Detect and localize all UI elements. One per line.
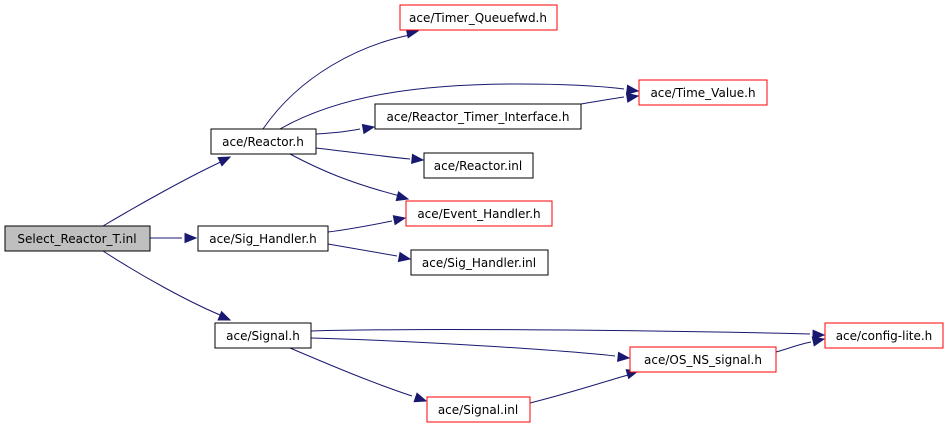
edge-line bbox=[315, 128, 361, 135]
edge-sig-handler-h-to-event-handler-h bbox=[327, 215, 407, 233]
edge-line bbox=[775, 341, 812, 353]
edge-line bbox=[102, 250, 226, 318]
edge-arrowhead bbox=[217, 310, 232, 321]
edge-line bbox=[327, 220, 393, 233]
edge-line bbox=[102, 159, 226, 227]
node-signal-inl[interactable]: ace/Signal.inl bbox=[426, 396, 531, 423]
edge-signal-inl-to-os-ns-signal-h bbox=[529, 369, 640, 404]
edge-select-reactor-t-to-signal-h bbox=[102, 250, 232, 321]
edge-arrowhead bbox=[361, 123, 376, 135]
edge-arrowhead bbox=[392, 215, 407, 226]
node-sig-handler-h[interactable]: ace/Sig_Handler.h bbox=[197, 225, 329, 252]
edges-layer bbox=[102, 28, 826, 404]
edge-arrowhead bbox=[812, 329, 826, 340]
edge-line bbox=[327, 243, 398, 257]
nodes-layer: Select_Reactor_T.inl ace/Reactor.h ace/S… bbox=[4, 4, 944, 423]
node-timer-queuefwd-h[interactable]: ace/Timer_Queuefwd.h bbox=[399, 4, 558, 31]
node-label-sig-handler-h: ace/Sig_Handler.h bbox=[209, 232, 317, 246]
edge-sig-handler-h-to-sig-handler-inl bbox=[327, 243, 412, 263]
node-time-value-h[interactable]: ace/Time_Value.h bbox=[638, 79, 768, 106]
edge-signal-h-to-signal-inl bbox=[289, 347, 428, 403]
edge-select-reactor-t-to-sig-handler-h bbox=[150, 232, 198, 244]
node-os-ns-signal-h[interactable]: ace/OS_NS_signal.h bbox=[629, 346, 777, 373]
edge-arrowhead bbox=[625, 84, 640, 95]
edge-line bbox=[310, 337, 616, 357]
node-label-signal-inl: ace/Signal.inl bbox=[438, 403, 518, 417]
node-label-reactor-timer-interface-h: ace/Reactor_Timer_Interface.h bbox=[387, 110, 570, 124]
node-event-handler-h[interactable]: ace/Event_Handler.h bbox=[405, 200, 553, 227]
node-select-reactor-t[interactable]: Select_Reactor_T.inl bbox=[4, 225, 151, 252]
edge-arrowhead bbox=[217, 156, 232, 167]
edge-line bbox=[315, 147, 411, 160]
edge-line bbox=[289, 347, 413, 397]
edge-reactor-h-to-reactor-timer-interface-h bbox=[315, 123, 376, 135]
edge-reactor-h-to-event-handler-h bbox=[289, 153, 410, 202]
edge-line bbox=[310, 329, 811, 335]
node-label-reactor-inl: ace/Reactor.inl bbox=[434, 159, 522, 173]
edge-reactor-h-to-time-value-h bbox=[279, 83, 640, 130]
edge-line bbox=[289, 153, 401, 197]
edge-arrowhead bbox=[625, 92, 640, 103]
edge-arrowhead bbox=[184, 232, 198, 244]
node-reactor-timer-interface-h[interactable]: ace/Reactor_Timer_Interface.h bbox=[374, 103, 582, 130]
edge-select-reactor-t-to-reactor-h bbox=[102, 156, 232, 227]
edge-arrowhead bbox=[395, 190, 410, 202]
node-label-config-lite-h: ace/config-lite.h bbox=[836, 329, 933, 343]
node-signal-h[interactable]: ace/Signal.h bbox=[214, 322, 312, 349]
edge-signal-h-to-os-ns-signal-h bbox=[310, 337, 631, 363]
node-label-os-ns-signal-h: ace/OS_NS_signal.h bbox=[644, 353, 762, 367]
edge-line bbox=[279, 83, 625, 130]
edge-line bbox=[262, 34, 411, 130]
node-label-event-handler-h: ace/Event_Handler.h bbox=[417, 207, 540, 221]
edge-arrowhead bbox=[413, 392, 428, 403]
node-label-signal-h: ace/Signal.h bbox=[226, 329, 300, 343]
edge-arrowhead bbox=[811, 336, 826, 347]
node-label-reactor-h: ace/Reactor.h bbox=[222, 135, 304, 149]
edge-signal-h-to-config-lite-h bbox=[310, 329, 826, 340]
node-reactor-inl[interactable]: ace/Reactor.inl bbox=[423, 152, 534, 179]
node-label-select-reactor-t: Select_Reactor_T.inl bbox=[17, 232, 136, 246]
edge-line bbox=[529, 374, 629, 404]
node-label-timer-queuefwd-h: ace/Timer_Queuefwd.h bbox=[409, 11, 547, 25]
node-label-time-value-h: ace/Time_Value.h bbox=[650, 86, 755, 100]
edge-arrowhead bbox=[397, 251, 412, 263]
edge-arrowhead bbox=[411, 153, 425, 165]
edge-arrowhead bbox=[617, 351, 631, 363]
edge-line bbox=[580, 96, 625, 105]
edge-reactor-timer-interface-h-to-time-value-h bbox=[580, 92, 640, 105]
node-sig-handler-inl[interactable]: ace/Sig_Handler.inl bbox=[410, 249, 549, 276]
node-reactor-h[interactable]: ace/Reactor.h bbox=[210, 128, 317, 155]
node-label-sig-handler-inl: ace/Sig_Handler.inl bbox=[422, 256, 536, 270]
edge-reactor-h-to-reactor-inl bbox=[315, 147, 425, 165]
edge-os-ns-signal-h-to-config-lite-h bbox=[775, 336, 826, 353]
node-config-lite-h[interactable]: ace/config-lite.h bbox=[824, 322, 944, 349]
